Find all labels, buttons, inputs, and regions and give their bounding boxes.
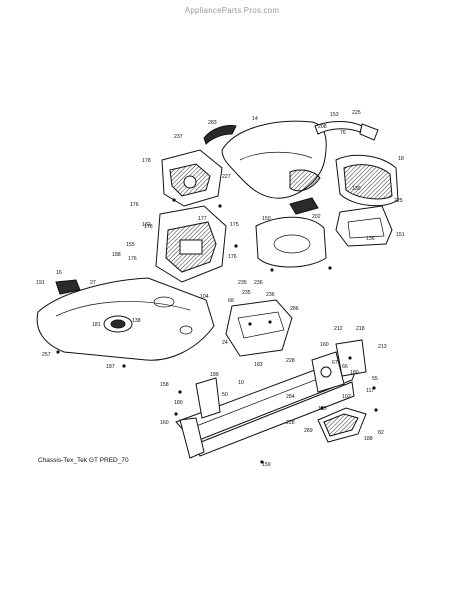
battery-tray-part bbox=[335, 205, 393, 247]
callout-label: 228 bbox=[286, 420, 295, 426]
callout-label: 180 bbox=[350, 370, 359, 376]
callout-label: 104 bbox=[200, 294, 209, 300]
callout-label: 67 bbox=[332, 360, 338, 366]
callout-label: 225 bbox=[394, 198, 403, 204]
callout-label: 181 bbox=[92, 322, 101, 328]
callout-label: 191 bbox=[36, 280, 45, 286]
callout-label: 213 bbox=[378, 344, 387, 350]
front-grille-part bbox=[335, 154, 399, 207]
callout-label: 82 bbox=[378, 430, 384, 436]
callout-label: 55 bbox=[372, 376, 378, 382]
callout-label: 176 bbox=[130, 202, 139, 208]
callout-label: 212 bbox=[334, 326, 343, 332]
callout-label: 150 bbox=[262, 216, 271, 222]
callout-label: 175 bbox=[230, 222, 239, 228]
callout-label: 102 bbox=[342, 394, 351, 400]
callout-label: 178 bbox=[142, 158, 151, 164]
grille-part bbox=[314, 121, 379, 141]
callout-label: 16 bbox=[56, 270, 62, 276]
callout-label: 158 bbox=[160, 382, 169, 388]
callout-label: 138 bbox=[132, 318, 141, 324]
callout-label: 177 bbox=[198, 216, 207, 222]
callout-label: 283 bbox=[208, 120, 217, 126]
callout-label: 218 bbox=[356, 326, 365, 332]
callout-label: 183 bbox=[254, 362, 263, 368]
callout-label: 10 bbox=[238, 380, 244, 386]
callout-label: 237 bbox=[174, 134, 183, 140]
diagram-caption: Chassis-Tex_Tek GT PRED_70 bbox=[38, 457, 129, 464]
rear-plate-part bbox=[317, 407, 367, 443]
callout-label: 151 bbox=[396, 232, 405, 238]
callout-label: 284 bbox=[286, 394, 295, 400]
callout-label: 236 bbox=[254, 280, 263, 286]
callout-label: 225 bbox=[352, 110, 361, 116]
callout-label: 68 bbox=[228, 298, 234, 304]
callout-label: 24 bbox=[222, 340, 228, 346]
headlight-part bbox=[203, 125, 237, 145]
callout-label: 289 bbox=[304, 428, 313, 434]
fender-pan-part bbox=[255, 197, 327, 268]
callout-label: 188 bbox=[112, 252, 121, 258]
callout-label: 155 bbox=[126, 242, 135, 248]
callout-label: 208 bbox=[318, 124, 327, 130]
callout-label: 159 bbox=[262, 462, 271, 468]
callout-label: 189 bbox=[210, 372, 219, 378]
callout-label: 176 bbox=[128, 256, 137, 262]
callout-labels: 14 153 225 283 237 208 76 178 227 18 139… bbox=[36, 110, 405, 468]
callout-label: 227 bbox=[222, 174, 231, 180]
hitch-plate-part bbox=[335, 339, 367, 377]
callout-label: 136 bbox=[366, 236, 375, 242]
callout-label: 76 bbox=[340, 130, 346, 136]
callout-label: 178 bbox=[144, 224, 153, 230]
callout-label: 27 bbox=[90, 280, 96, 286]
callout-label: 202 bbox=[312, 214, 321, 220]
callout-label: 176 bbox=[228, 254, 237, 260]
callout-label: 50 bbox=[222, 392, 228, 398]
fastener-group bbox=[56, 198, 378, 464]
callout-label: 235 bbox=[242, 290, 251, 296]
callout-label: 139 bbox=[352, 186, 361, 192]
callout-label: 188 bbox=[364, 436, 373, 442]
callout-label: 235 bbox=[238, 280, 247, 286]
chassis-plate-part bbox=[36, 277, 215, 361]
callout-label: 182 bbox=[142, 222, 151, 228]
callout-label: 160 bbox=[320, 342, 329, 348]
hood-part bbox=[221, 120, 327, 199]
steering-bracket-part bbox=[195, 377, 221, 419]
callout-label: 153 bbox=[330, 112, 339, 118]
main-frame-part bbox=[175, 361, 357, 459]
callout-label: 105 bbox=[318, 406, 327, 412]
axle-bracket-part bbox=[311, 351, 345, 393]
callout-label: 14 bbox=[252, 116, 258, 122]
callout-label: 257 bbox=[42, 352, 51, 358]
pedestal-plate-part bbox=[225, 299, 293, 357]
callout-label: 286 bbox=[290, 306, 299, 312]
callout-label: 236 bbox=[266, 292, 275, 298]
callout-label: 180 bbox=[174, 400, 183, 406]
watermark: ApplianceParts Pros.com bbox=[184, 6, 280, 15]
dash-panel-part bbox=[161, 149, 223, 207]
bracket-part bbox=[55, 279, 81, 295]
callout-label: 18 bbox=[398, 156, 404, 162]
callout-label: 160 bbox=[160, 420, 169, 426]
callout-label: 117 bbox=[366, 388, 374, 394]
callout-label: 228 bbox=[286, 358, 295, 364]
callout-label: 187 bbox=[106, 364, 115, 370]
steering-housing-part bbox=[155, 205, 227, 283]
callout-label: 66 bbox=[342, 364, 348, 370]
